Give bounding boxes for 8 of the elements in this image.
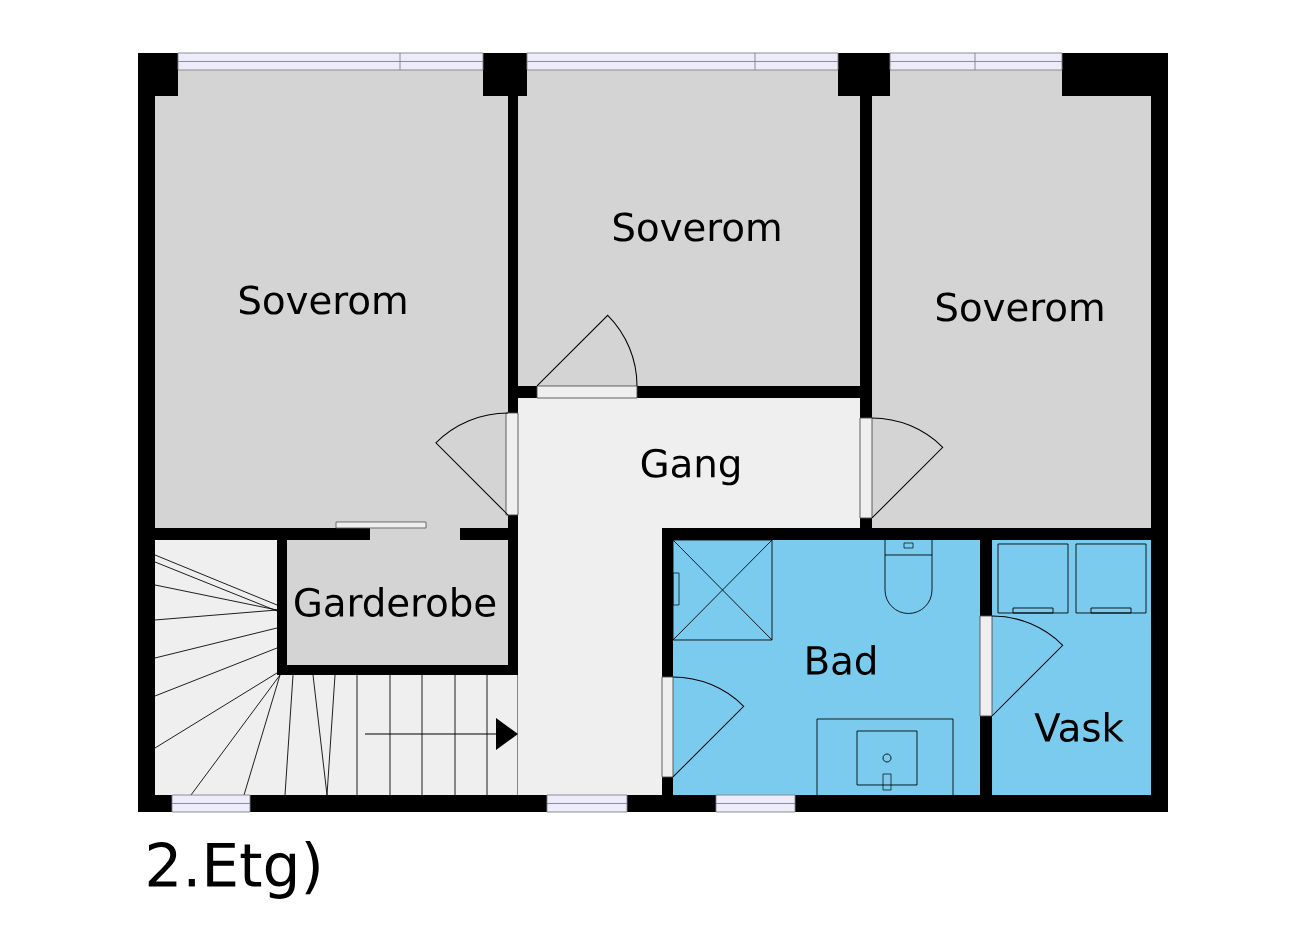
room: Bad [673, 540, 980, 795]
node-label: Gang [641, 448, 739, 486]
room: Soverom [155, 70, 508, 528]
room: Soverom [518, 70, 860, 386]
caption: 2.Etg) [148, 841, 319, 899]
room: Vask [992, 540, 1151, 795]
room: Soverom [872, 70, 1151, 528]
room: Garderobe [287, 528, 508, 665]
